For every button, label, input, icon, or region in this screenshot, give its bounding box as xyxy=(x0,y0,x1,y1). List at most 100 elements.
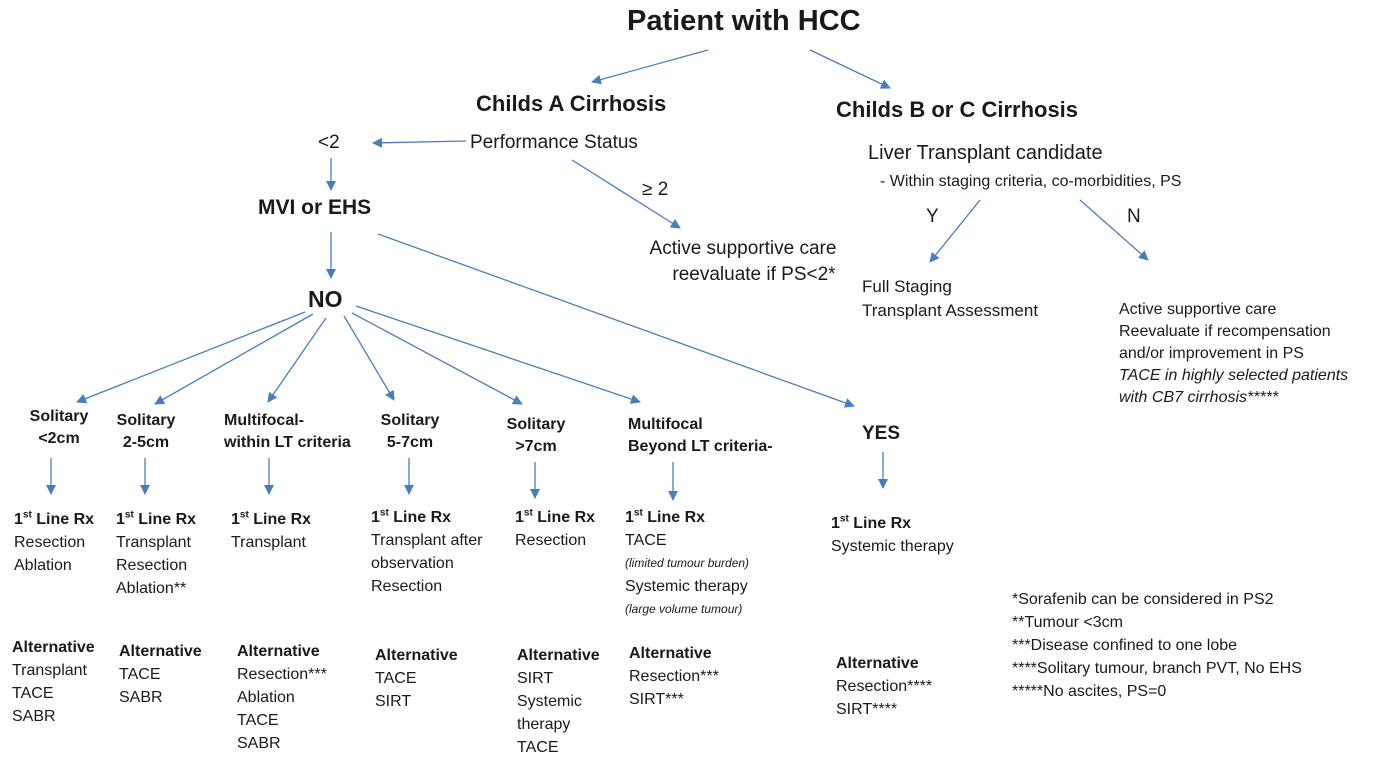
col3-alt-3: TACE xyxy=(237,712,279,729)
col6-first-line: 1st Line Rx TACE (limited tumour burden)… xyxy=(625,506,749,621)
alternative-label: Alternative xyxy=(517,647,600,664)
col5-header-line2: >7cm xyxy=(515,438,557,455)
ps-ge2-label: ≥ 2 xyxy=(642,179,669,200)
n-box-line5: with CB7 cirrhosis***** xyxy=(1119,389,1279,406)
transplant-n: N xyxy=(1127,206,1141,227)
no-label: NO xyxy=(308,286,343,312)
arrow-to-full-staging xyxy=(929,199,981,263)
col3-first-line: 1st Line Rx Transplant xyxy=(231,508,311,554)
col1-first-2: Ablation xyxy=(14,557,72,574)
col5-alt-1: SIRT xyxy=(517,670,554,687)
col6-alternative: Alternative Resection*** SIRT*** xyxy=(629,642,719,711)
transplant-title: Liver Transplant candidate xyxy=(868,142,1103,164)
active-care-n-box: Active supportive care Reevaluate if rec… xyxy=(1119,299,1348,409)
col6-first-note1: (limited tumour burden) xyxy=(625,556,750,570)
col4-first-2: observation xyxy=(371,555,454,572)
col2-first-1: Transplant xyxy=(116,534,191,551)
col4-header-line2: 5-7cm xyxy=(386,434,434,451)
col2-first-3: Ablation** xyxy=(116,580,187,597)
diagram-title: Patient with HCC xyxy=(627,5,861,37)
first-line-label: 1st Line Rx xyxy=(625,507,706,526)
col2-header-line1: Solitary xyxy=(116,412,176,429)
n-box-line4: TACE in highly selected patients xyxy=(1119,367,1349,384)
arrow-to-active-care xyxy=(571,159,681,229)
col5-header-line1: Solitary xyxy=(506,416,566,433)
col4-header: Solitary 5-7cm xyxy=(374,410,446,454)
col1-alt-2: TACE xyxy=(12,685,54,702)
alternative-label: Alternative xyxy=(629,645,712,662)
col1-header-line2: <2cm xyxy=(38,430,80,447)
col4-first-line: 1st Line Rx Transplant after observation… xyxy=(371,506,482,598)
col3-first-1: Transplant xyxy=(231,534,306,551)
col3-alt-2: Ablation xyxy=(237,689,295,706)
col6-first-2: Systemic therapy xyxy=(625,578,748,595)
col1-header-line1: Solitary xyxy=(29,408,89,425)
col3-header: Multifocal- within LT criteria xyxy=(224,410,351,454)
col2-first-2: Resection xyxy=(116,557,188,574)
arrow-to-active-care-n xyxy=(1079,199,1149,261)
n-box-line2: Reevaluate if recompensation xyxy=(1119,323,1331,340)
arrow-to-childs-bc xyxy=(809,49,891,89)
col1-alternative: Alternative Transplant TACE SABR xyxy=(12,636,95,728)
col3-header-line1: Multifocal- xyxy=(224,412,304,429)
first-line-label: 1st Line Rx xyxy=(14,509,95,528)
col3-alt-4: SABR xyxy=(237,735,281,752)
footnote-1: *Sorafenib can be considered in PS2 xyxy=(1012,591,1274,608)
col2-first-line: 1st Line Rx Transplant Resection Ablatio… xyxy=(116,508,196,600)
col7-alt-1: Resection**** xyxy=(836,678,933,695)
ps-ge2-box: Active supportive care reevaluate if PS<… xyxy=(630,236,856,288)
arrow-no-to-col6 xyxy=(355,305,641,404)
transplant-subtitle: - Within staging criteria, co-morbiditie… xyxy=(880,173,1182,190)
col5-alt-3: therapy xyxy=(517,716,571,733)
col2-alt-1: TACE xyxy=(119,666,161,683)
col6-header-line2: Beyond LT criteria- xyxy=(628,438,773,455)
col1-first-line: 1st Line Rx Resection Ablation xyxy=(14,508,94,577)
col5-first-line: 1st Line Rx Resection xyxy=(515,506,595,552)
col4-alt-2: SIRT xyxy=(375,693,412,710)
col2-header-line2: 2-5cm xyxy=(122,434,170,451)
arrow-mvi-to-yes xyxy=(377,233,855,408)
arrow-no-to-col1 xyxy=(76,311,306,404)
alternative-label: Alternative xyxy=(237,643,320,660)
col6-first-1: TACE xyxy=(625,532,667,549)
alternative-label: Alternative xyxy=(119,643,202,660)
footnote-3: ***Disease confined to one lobe xyxy=(1012,637,1238,654)
arrow-to-ps-lt2 xyxy=(372,137,467,148)
arrow-no-to-col3 xyxy=(267,317,327,403)
ps-ge2-line2: reevaluate if PS<2* xyxy=(672,264,836,285)
col6-first-note2: (large volume tumour) xyxy=(625,602,743,616)
col4-first-3: Resection xyxy=(371,578,443,595)
col1-alt-3: SABR xyxy=(12,708,56,725)
col6-header: Multifocal Beyond LT criteria- xyxy=(628,414,773,458)
col3-header-line2: within LT criteria xyxy=(224,434,351,451)
col1-alt-1: Transplant xyxy=(12,662,87,679)
col5-alt-2: Systemic xyxy=(517,693,582,710)
arrow-no-to-col5 xyxy=(351,312,523,405)
full-staging-box: Full Staging Transplant Assessment xyxy=(862,275,1038,323)
col4-alt-1: TACE xyxy=(375,670,417,687)
ps-lt2-label: <2 xyxy=(318,132,340,153)
col5-alt-4: TACE xyxy=(517,739,559,756)
footnote-2: **Tumour <3cm xyxy=(1012,614,1123,631)
col7-first-1: Systemic therapy xyxy=(831,538,954,555)
footnotes: *Sorafenib can be considered in PS2 **Tu… xyxy=(1012,588,1302,703)
yes-label: YES xyxy=(862,423,901,444)
col5-header: Solitary >7cm xyxy=(500,414,572,458)
childs-bc-heading: Childs B or C Cirrhosis xyxy=(836,97,1079,122)
col7-alternative: Alternative Resection**** SIRT**** xyxy=(836,652,932,721)
alternative-label: Alternative xyxy=(12,639,95,656)
col2-header: Solitary 2-5cm xyxy=(111,410,181,454)
transplant-y: Y xyxy=(926,206,939,227)
col6-header-line1: Multifocal xyxy=(628,416,703,433)
col1-first-1: Resection xyxy=(14,534,86,551)
col5-alternative: Alternative SIRT Systemic therapy TACE xyxy=(517,644,600,759)
col4-header-line1: Solitary xyxy=(380,412,440,429)
first-line-label: 1st Line Rx xyxy=(515,507,596,526)
childs-a-heading: Childs A Cirrhosis xyxy=(476,91,667,116)
arrow-no-to-col2 xyxy=(154,313,314,405)
col6-alt-1: Resection*** xyxy=(629,668,719,685)
col4-alternative: Alternative TACE SIRT xyxy=(375,644,458,713)
performance-status-label: Performance Status xyxy=(470,132,638,153)
col7-alt-2: SIRT**** xyxy=(836,701,898,718)
